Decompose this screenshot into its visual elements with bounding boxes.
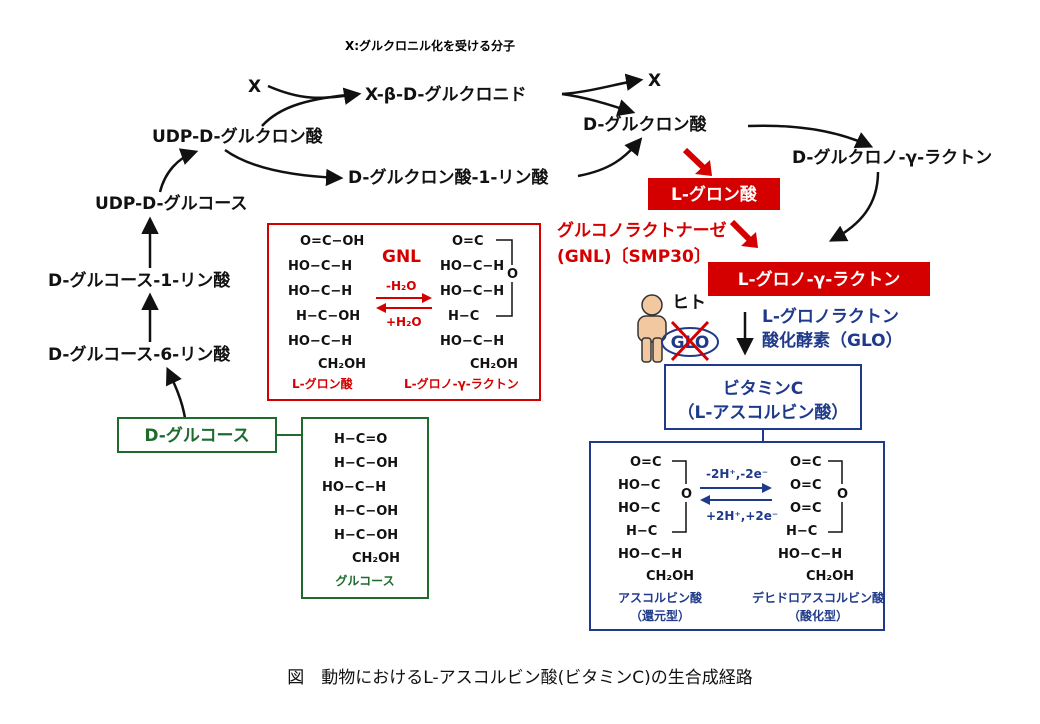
lactone-ring-o: O bbox=[507, 267, 518, 282]
gulonolactone-line-2: HO−C−H bbox=[440, 259, 504, 274]
gulonolactone-structure: O=C HO−C−H HO−C−H H−C HO−C−H CH₂OH O bbox=[440, 234, 518, 372]
glc6p-label: D-グルコース-6-リン酸 bbox=[48, 344, 231, 365]
glucose-structure: H−C=O H−C−OH HO−C−H H−C−OH H−C−OH CH₂OH bbox=[322, 432, 400, 566]
red-arrow-to-gulonic bbox=[682, 147, 709, 173]
minus-water-label: -H₂O bbox=[386, 279, 416, 293]
glucose-structure-box bbox=[301, 417, 429, 599]
glucose-line-6: CH₂OH bbox=[352, 551, 400, 566]
gnl-abbr-label: (GNL)〔SMP30〕 bbox=[557, 246, 711, 267]
ascorbate-redox-box bbox=[589, 441, 885, 631]
red-arrow-head-1 bbox=[695, 160, 712, 176]
gulonolactone-line-3: HO−C−H bbox=[440, 284, 504, 299]
glucose-line-4: H−C−OH bbox=[334, 504, 398, 519]
udp-glucuronic-label: UDP-D-グルクロン酸 bbox=[152, 126, 324, 147]
dha-line-5: HO−C−H bbox=[778, 547, 842, 562]
dha-line-1: O=C bbox=[790, 455, 821, 470]
lactone-ring-bracket bbox=[496, 239, 513, 317]
glucuronide-label: X-β-D-グルクロニド bbox=[365, 84, 526, 105]
dha-line-4: H−C bbox=[786, 524, 817, 539]
glo-enzyme-line2: 酸化酵素（GLO） bbox=[762, 330, 903, 351]
ascorbate-label-1: アスコルビン酸 bbox=[618, 590, 703, 605]
udp-glucose-label: UDP-D-グルコース bbox=[95, 193, 247, 214]
gulonolactone-line-4: H−C bbox=[448, 309, 479, 324]
oxidation-label: -2H⁺,-2e⁻ bbox=[706, 467, 768, 481]
ascorbate-ring-bracket bbox=[672, 460, 687, 533]
dha-line-2: O=C bbox=[790, 478, 821, 493]
arrow-udpga-to-glucuronic1p bbox=[224, 148, 344, 187]
gulonic-structure: O=C−OH HO−C−H HO−C−H H−C−OH HO−C−H CH₂OH bbox=[288, 234, 366, 372]
gulonolactone-line-1: O=C bbox=[452, 234, 483, 249]
glc1p-label: D-グルコース-1-リン酸 bbox=[48, 270, 231, 291]
arrow-glucose-to-glc6p bbox=[165, 366, 187, 419]
plus-water-label: +H₂O bbox=[386, 315, 422, 329]
vitamin-c-title: ビタミンC bbox=[723, 379, 803, 399]
glucose-line-2: H−C−OH bbox=[334, 456, 398, 471]
glucose-line-3: HO−C−H bbox=[322, 480, 386, 495]
gulonolactone-box-label: L-グロノ-γ-ラクトン bbox=[738, 269, 901, 290]
dha-label-2: （酸化型） bbox=[788, 608, 848, 623]
gulonolactone-line-6: CH₂OH bbox=[470, 357, 518, 372]
arrow-glucuronide-to-glucuronic bbox=[561, 92, 636, 117]
gulonolactone-structure-label: L-グロノ-γ-ラクトン bbox=[404, 376, 519, 391]
arrow-udpglc-to-udpga bbox=[158, 148, 199, 193]
ascorbate-line-2: HO−C bbox=[618, 478, 660, 493]
glo-missing-cross-icon bbox=[670, 320, 710, 362]
arrow-glucuronic1p-to-glucuronic bbox=[577, 137, 643, 178]
ascorbate-line-4: H−C bbox=[626, 524, 657, 539]
reduction-label: +2H⁺,+2e⁻ bbox=[706, 509, 778, 523]
x-left-label: X bbox=[248, 77, 261, 97]
x-right-label: X bbox=[648, 71, 661, 91]
human-label: ヒト bbox=[672, 293, 706, 313]
glucose-line-1: H−C=O bbox=[334, 432, 387, 447]
vitamin-c-box bbox=[664, 364, 862, 430]
dha-ring-o: O bbox=[837, 487, 848, 502]
gulonolactone-line-5: HO−C−H bbox=[440, 334, 504, 349]
red-arrow-to-gulonolactone bbox=[729, 219, 755, 245]
glucurono-lactone-label: D-グルクロノ-γ-ラクトン bbox=[792, 147, 992, 168]
dha-ring-bracket bbox=[828, 460, 843, 533]
gulonic-line-5: HO−C−H bbox=[288, 334, 352, 349]
arrow-udpga-to-glucuronide bbox=[261, 92, 359, 127]
gulonic-box-label: L-グロン酸 bbox=[671, 184, 758, 205]
dehydroascorbate-structure: O=C O=C O=C H−C HO−C−H CH₂OH O bbox=[778, 455, 854, 584]
gnl-enzyme-tag: GNL bbox=[382, 247, 421, 267]
gulonolactone-box bbox=[708, 262, 930, 296]
ascorbate-line-5: HO−C−H bbox=[618, 547, 682, 562]
gnl-reaction-box bbox=[267, 223, 541, 401]
gulonic-line-2: HO−C−H bbox=[288, 259, 352, 274]
red-arrow-head-2 bbox=[741, 232, 758, 248]
ascorbate-line-6: CH₂OH bbox=[646, 569, 694, 584]
glucose-line-5: H−C−OH bbox=[334, 528, 398, 543]
gulonic-structure-label: L-グロン酸 bbox=[292, 376, 354, 391]
glucose-structure-label: グルコース bbox=[335, 573, 394, 588]
ascorbate-line-1: O=C bbox=[630, 455, 661, 470]
human-icon bbox=[637, 294, 667, 363]
arrow-lactone-to-gulonolactone bbox=[828, 171, 880, 242]
glucose-box-label: D-グルコース bbox=[144, 425, 249, 446]
gulonic-box bbox=[648, 178, 780, 210]
ascorbate-structure: O=C HO−C HO−C H−C HO−C−H CH₂OH O bbox=[618, 455, 694, 584]
glucuronic-label: D-グルクロン酸 bbox=[583, 114, 707, 135]
ascorbate-ring-o: O bbox=[681, 487, 692, 502]
arrow-glucuronic-to-lactone bbox=[747, 124, 874, 149]
glo-badge-ellipse bbox=[661, 327, 719, 357]
gulonic-line-4: H−C−OH bbox=[296, 309, 360, 324]
gulonic-line-1: O=C−OH bbox=[300, 234, 364, 249]
gnl-enzyme-label: グルコノラクトナーゼ bbox=[557, 220, 727, 241]
ascorbate-line-3: HO−C bbox=[618, 501, 660, 516]
dha-line-3: O=C bbox=[790, 501, 821, 516]
gulonic-line-6: CH₂OH bbox=[318, 357, 366, 372]
x-note: X:グルクロニル化を受ける分子 bbox=[345, 38, 515, 53]
dha-label-1: デヒドロアスコルビン酸 bbox=[752, 590, 885, 605]
glucuronic-1p-label: D-グルクロン酸-1-リン酸 bbox=[348, 167, 549, 188]
gulonic-line-3: HO−C−H bbox=[288, 284, 352, 299]
arrow-glucuronide-to-x bbox=[561, 73, 644, 96]
ascorbate-label-2: （還元型） bbox=[630, 608, 690, 623]
glo-enzyme-line1: L-グロノラクトン bbox=[762, 306, 899, 327]
figure-caption: 図 動物におけるL-アスコルビン酸(ビタミンC)の生合成経路 bbox=[287, 668, 752, 688]
vitamin-c-subtitle: （L-アスコルビン酸） bbox=[678, 402, 849, 423]
dha-line-6: CH₂OH bbox=[806, 569, 854, 584]
